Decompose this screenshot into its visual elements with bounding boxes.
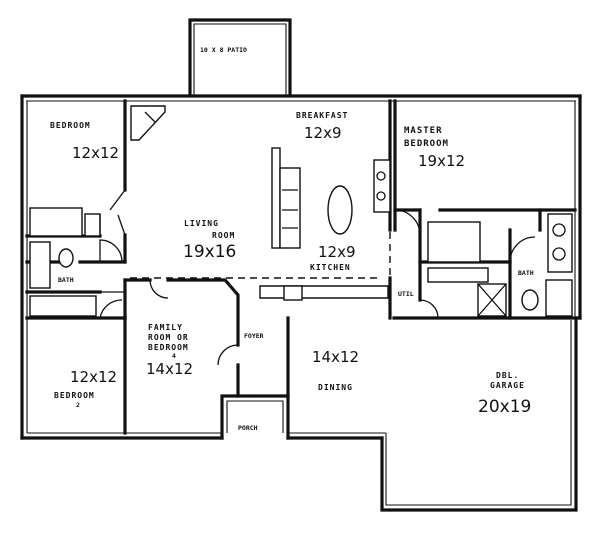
kitchen-label: KITCHEN — [310, 263, 351, 272]
kitchen-size: 12x9 — [318, 243, 356, 261]
bath-2-label: BATH — [518, 269, 534, 277]
porch-label: PORCH — [238, 424, 258, 432]
dashed-openings — [130, 232, 391, 279]
bath-1-fixtures — [29, 207, 101, 317]
fireplace-icon — [130, 105, 166, 141]
dining-size: 14x12 — [312, 348, 359, 366]
garage-label-1: DBL. — [496, 371, 519, 380]
bedroom-sw-label: BEDROOM — [54, 391, 95, 400]
room-labels: BEDROOM 12x12 BREAKFAST 12x9 MASTER BEDR… — [50, 111, 534, 432]
dining-label: DINING — [318, 383, 353, 392]
bedroom-ne-size: 12x12 — [72, 144, 119, 162]
bedroom-sw-size: 12x12 — [70, 368, 117, 386]
foyer-label: FOYER — [244, 332, 264, 340]
garage-size: 20x19 — [478, 397, 531, 417]
doors — [99, 189, 536, 397]
patio: 10 X 8 PATIO — [188, 18, 292, 97]
living-label-1: LIVING — [184, 219, 219, 228]
kitchen-bar — [271, 147, 353, 249]
bath-2-fixtures — [427, 213, 573, 317]
exterior-walls — [20, 94, 582, 512]
family-label-1: FAMILY — [148, 323, 183, 332]
family-size: 14x12 — [146, 360, 193, 378]
family-label-2: ROOM OR — [148, 333, 189, 342]
bath-1-label: BATH — [58, 276, 74, 284]
living-size: 19x16 — [183, 242, 236, 262]
bedroom-ne-label: BEDROOM — [50, 121, 91, 130]
util-label: UTIL — [398, 290, 414, 298]
bedroom-sw-mark: 2 — [76, 401, 80, 409]
master-label-2: BEDROOM — [404, 139, 449, 149]
living-label-2: ROOM — [212, 231, 235, 240]
breakfast-size: 12x9 — [304, 124, 342, 142]
breakfast-label: BREAKFAST — [296, 111, 348, 120]
family-label-3: BEDROOM — [148, 343, 189, 352]
family-mark: 4 — [172, 352, 176, 360]
garage-label-2: GARAGE — [490, 381, 525, 390]
master-label-1: MASTER — [404, 126, 443, 136]
patio-label: 10 X 8 PATIO — [200, 46, 247, 54]
kitchen-counters — [259, 159, 391, 301]
master-size: 19x12 — [418, 152, 465, 170]
